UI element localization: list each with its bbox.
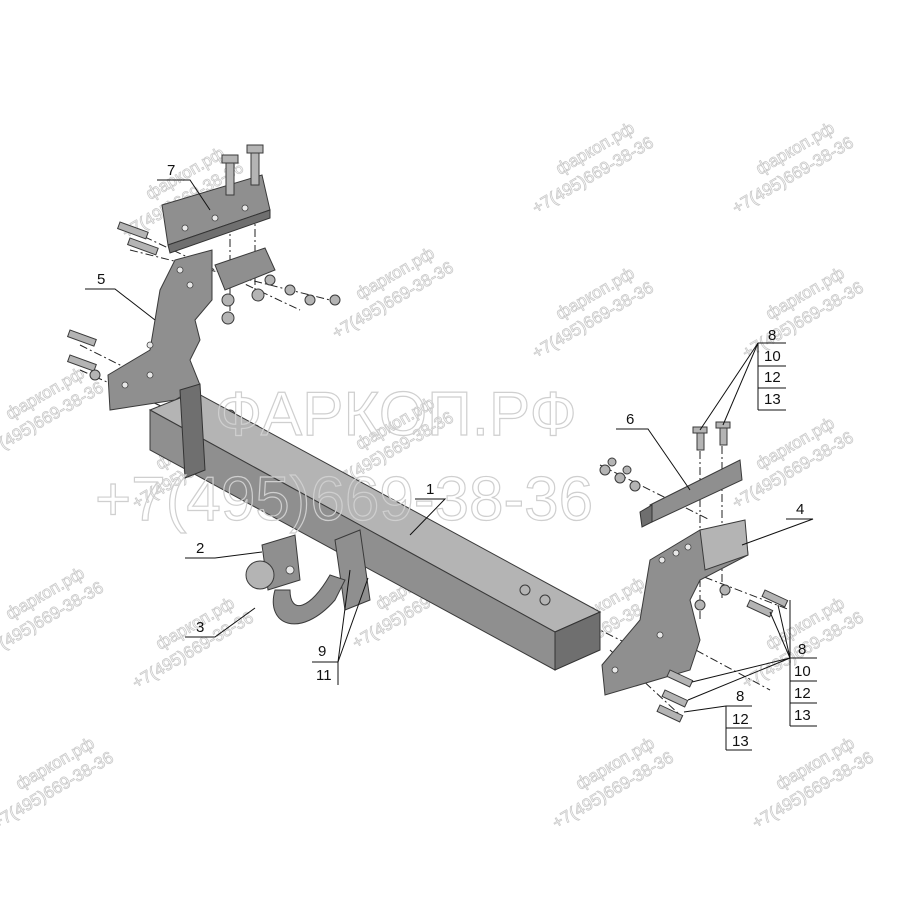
callout-label: 12 [732,711,749,728]
part-2-3-towball-mount [245,534,346,625]
callout-group-lower-right: 8 10 12 13 [687,600,817,727]
callout-label: 10 [794,663,811,680]
callout-group-bottom: 8 12 13 [683,688,752,751]
callout-label: 8 [798,641,806,658]
callout-label-4: 4 [796,501,804,518]
callout-9-11: 9 11 [312,569,369,685]
watermark-big-phone: +7(495)669-38-36 [95,465,593,534]
callout-label-2: 2 [196,540,204,557]
callout-label-6: 6 [626,411,634,428]
callout-2: 2 [185,540,263,559]
callout-label: 13 [764,391,781,408]
watermark-big-title: ФАРКОП.РФ [215,380,577,449]
watermark-large: ФАРКОП.РФ +7(495)669-38-36 [94,379,593,534]
part-7-mounting-plate [116,144,341,325]
part-1-cross-beam [148,383,602,671]
callout-label: 13 [794,707,811,724]
callout-label-11: 11 [316,667,332,684]
callout-4: 4 [741,501,814,546]
callout-label: 12 [794,685,811,702]
callout-label-9: 9 [318,643,326,660]
callout-label: 13 [732,733,749,750]
part-4-right-bracket [519,519,789,723]
callout-3: 3 [185,607,256,638]
callout-5: 5 [85,271,156,321]
callout-label: 12 [764,369,781,386]
callout-label-3: 3 [196,619,204,636]
bolts-and-washers [116,221,341,325]
callout-label: 8 [736,688,744,705]
callout-label-5: 5 [97,271,105,288]
callout-label: 8 [768,327,776,344]
callout-label-7: 7 [167,162,175,179]
part-6-mounting-plate [599,421,743,528]
callout-group-top-right: 8 10 12 13 [699,327,786,431]
callout-label: 10 [764,348,781,365]
callout-label-1: 1 [426,481,434,498]
callout-1: 1 [409,481,447,536]
callout-7: 7 [157,162,211,211]
callout-6: 6 [616,411,691,491]
washers-and-nuts [599,457,641,492]
